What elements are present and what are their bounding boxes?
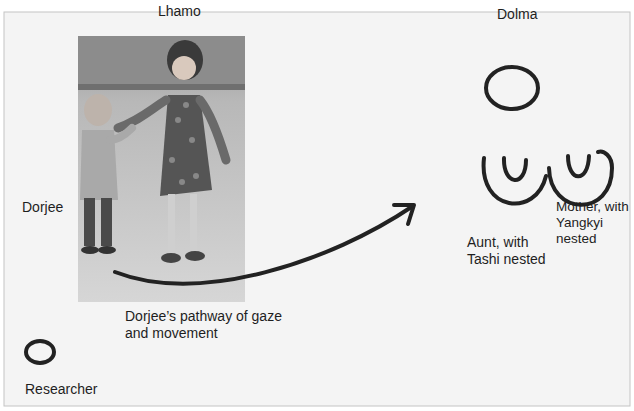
person-label: Aunt, with Tashi nested (467, 234, 559, 268)
person-label: Dolma (497, 6, 577, 23)
person-label: Researcher (25, 381, 125, 398)
person-label: Lhamo (158, 3, 238, 20)
gaze-arrow (115, 205, 414, 283)
person-label: Dorjee (22, 199, 82, 216)
photo (78, 36, 245, 302)
person-label: Dorjee’s pathway of gaze and movement (125, 308, 295, 342)
person-label: Mother, with Yangkyi nested (556, 199, 630, 248)
panel-ground (4, 12, 630, 406)
people-symbols (26, 67, 612, 363)
